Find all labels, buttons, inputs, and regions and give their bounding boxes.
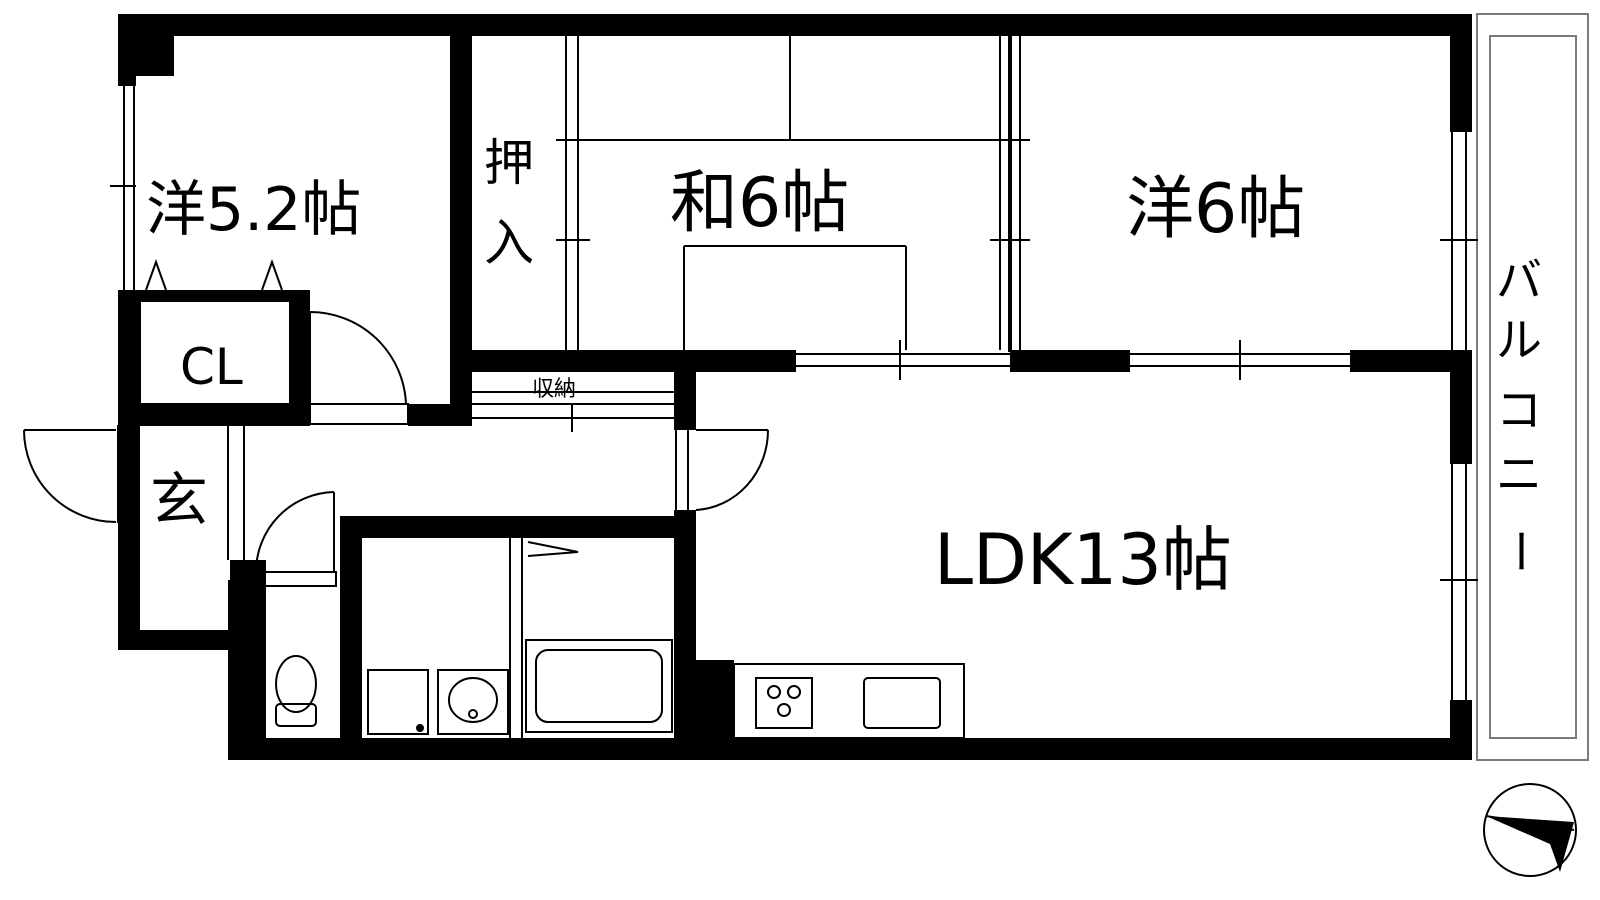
room-label-entrance: 玄 xyxy=(150,466,208,534)
kitchen-counter-icon xyxy=(733,663,965,739)
room-label-oshiire-1: 押 xyxy=(484,134,534,192)
windows xyxy=(110,36,1478,700)
doors xyxy=(23,310,770,760)
bathtub-icon xyxy=(525,639,673,733)
balcony xyxy=(1476,13,1589,761)
room-label-storage: 収納 xyxy=(532,377,576,402)
balcony-label-char-3: コ xyxy=(1496,383,1542,437)
room-label-oshiire-2: 入 xyxy=(484,214,534,272)
toilet-icon xyxy=(275,655,317,727)
balcony-label: バ ル コ ニ ー xyxy=(1493,253,1547,574)
washing-machine-icon xyxy=(367,669,429,735)
washbasin-icon xyxy=(437,669,509,735)
fixtures xyxy=(275,639,965,739)
north-arrow-icon xyxy=(1483,783,1577,877)
room-label-western-small: 洋5.2帖 xyxy=(146,175,361,245)
balcony-label-char-5: ー xyxy=(1493,528,1547,574)
closet-details xyxy=(139,259,291,405)
balcony-label-char-2: ル xyxy=(1496,313,1542,367)
balcony-label-char-4: ニ xyxy=(1496,447,1542,501)
balcony-label-char-1: バ xyxy=(1496,253,1542,307)
room-label-ldk: LDK13帖 xyxy=(934,519,1232,601)
walls xyxy=(118,14,1472,760)
tatami-lines xyxy=(578,36,1000,350)
room-label-western-large: 洋6帖 xyxy=(1126,170,1305,249)
room-label-japanese: 和6帖 xyxy=(670,164,849,243)
room-label-closet: CL xyxy=(180,338,243,396)
